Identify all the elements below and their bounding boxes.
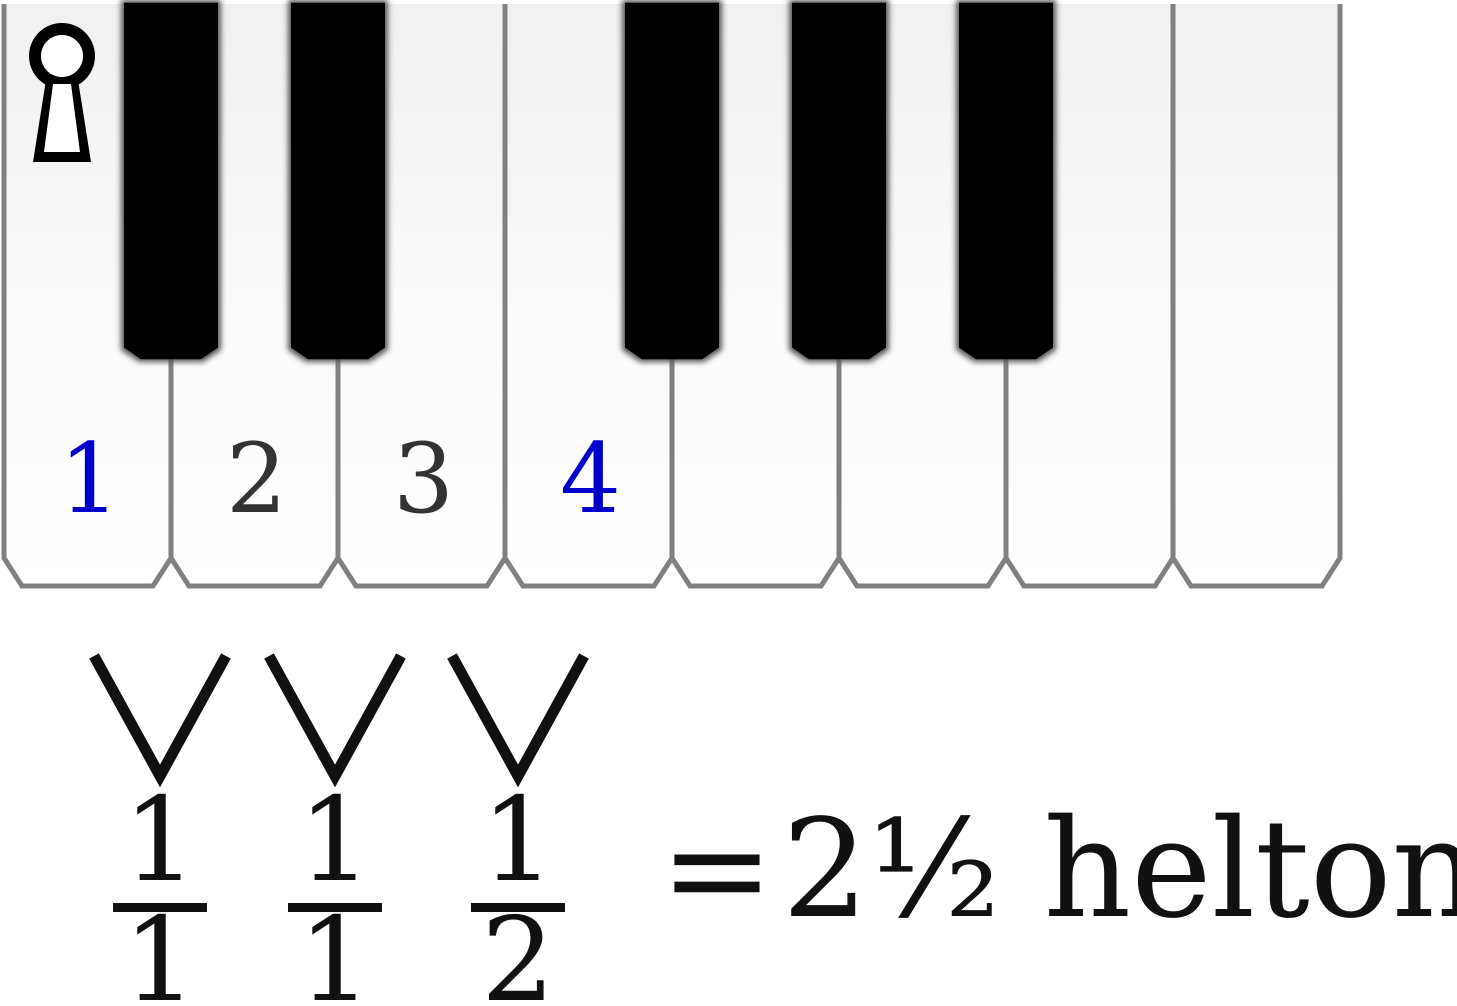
interval-step-3: 12 — [447, 653, 589, 1006]
black-key-4 — [789, 0, 889, 362]
black-key-1 — [121, 0, 221, 362]
black-key-3 — [622, 0, 722, 362]
fraction-denominator: 1 — [123, 893, 197, 1006]
fraction-denominator: 2 — [481, 893, 555, 1006]
equals-sign: = — [660, 791, 774, 949]
key-label-4: 4 — [560, 423, 621, 535]
result-expression: = 2½ heltone — [660, 791, 1457, 949]
fraction-numerator: 1 — [298, 773, 372, 908]
white-key-8 — [1170, 4, 1343, 589]
key-label-1: 1 — [59, 423, 120, 535]
fraction-denominator: 1 — [298, 893, 372, 1006]
fraction-bar — [471, 903, 565, 912]
interval-step-2: 11 — [264, 653, 406, 1006]
fraction-numerator: 1 — [481, 773, 555, 908]
key-label-3: 3 — [393, 423, 454, 535]
interval-join-mark — [447, 653, 589, 788]
interval-join-mark — [89, 653, 231, 788]
fraction-bar — [113, 903, 207, 912]
key-label-2: 2 — [226, 423, 287, 535]
keyhole-icon — [29, 23, 95, 162]
interval-step-1: 11 — [89, 653, 231, 1006]
black-key-5 — [956, 0, 1056, 362]
fraction-bar — [288, 903, 382, 912]
black-keys — [121, 0, 1056, 362]
black-key-2 — [288, 0, 388, 362]
interval-join-mark — [264, 653, 406, 788]
fraction-numerator: 1 — [123, 773, 197, 908]
result-label: 2½ heltone — [782, 791, 1457, 949]
